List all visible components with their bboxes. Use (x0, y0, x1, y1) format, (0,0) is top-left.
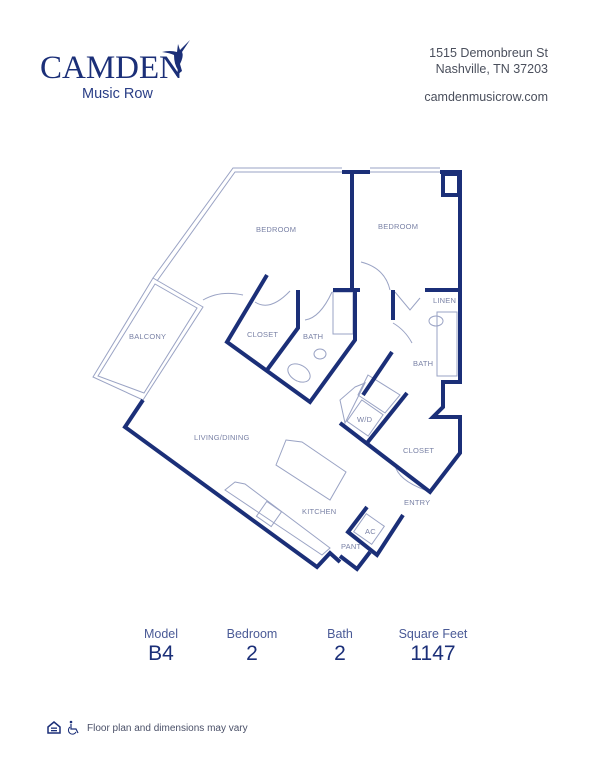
stat-value: 2 (246, 642, 258, 665)
stat-square-feet: Square Feet 1147 (373, 627, 493, 666)
stat-label: Model (143, 627, 179, 641)
website-link[interactable]: camdenmusicrow.com (424, 90, 548, 104)
stat-bedroom: Bedroom 2 (192, 627, 312, 666)
stat-label: Bath (327, 627, 353, 641)
address-street: 1515 Demonbreun St (429, 46, 548, 60)
stat-label: Square Feet (398, 627, 468, 641)
footer: Floor plan and dimensions may vary (47, 720, 248, 736)
label-bath-2: BATH (413, 359, 433, 368)
label-bedroom-1: BEDROOM (256, 225, 296, 234)
label-closet-2: CLOSET (403, 446, 434, 455)
stat-value: 2 (334, 642, 346, 665)
label-ac: AC (365, 527, 376, 536)
hummingbird-logo-icon (162, 40, 190, 76)
stat-value: 1147 (410, 642, 456, 665)
label-closet-1: CLOSET (247, 330, 278, 339)
label-linen: LINEN (433, 296, 456, 305)
room-labels: BEDROOM BEDROOM BALCONY CLOSET BATH LINE… (129, 222, 456, 551)
stat-value: B4 (148, 642, 174, 665)
label-living-dining: LIVING/DINING (194, 433, 250, 442)
label-kitchen: KITCHEN (302, 507, 336, 516)
windows-and-balcony (92, 167, 458, 556)
label-balcony: BALCONY (129, 332, 166, 341)
address-city: Nashville, TN 37203 (435, 62, 548, 76)
label-entry: ENTRY (404, 498, 430, 507)
label-pantry: PANT (341, 542, 361, 551)
stat-bath: Bath 2 (280, 627, 400, 666)
floor-plan: BEDROOM BEDROOM BALCONY CLOSET BATH LINE… (92, 167, 462, 572)
label-bedroom-2: BEDROOM (378, 222, 418, 231)
disclaimer-text: Floor plan and dimensions may vary (87, 722, 248, 734)
logo-subtitle: Music Row (82, 86, 153, 102)
walls (122, 170, 462, 572)
label-wd: W/D (357, 415, 373, 424)
stat-model: Model B4 (101, 627, 221, 666)
logo-wordmark: CAMDEN (40, 50, 184, 86)
stat-label: Bedroom (226, 627, 278, 641)
wheelchair-icon (67, 720, 79, 735)
equal-housing-icon (47, 721, 61, 734)
label-bath-1: BATH (303, 332, 323, 341)
